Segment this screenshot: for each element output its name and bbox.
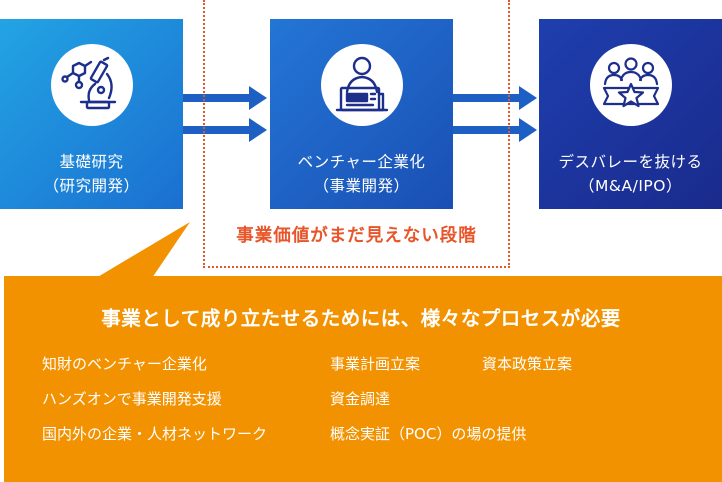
stage-title: デスバレーを抜ける: [558, 153, 703, 171]
stage-venture: ベンチャー企業化 （事業開発）: [270, 19, 453, 209]
arrow-right-icon: [453, 86, 537, 142]
stage-basic-research: 基礎研究 （研究開発）: [0, 19, 183, 209]
requirements-panel: [4, 276, 722, 482]
requirement-item: 事業計画立案: [330, 355, 421, 373]
business-person-icon: [321, 44, 403, 126]
requirement-item: 知財のベンチャー企業化: [42, 355, 207, 373]
requirements-title: 事業として成り立たせるためには、様々なプロセスが必要: [101, 307, 621, 330]
stage-title: 基礎研究: [59, 153, 124, 171]
stage-subtitle: （事業開発）: [313, 177, 410, 195]
requirement-item: 資本政策立案: [482, 355, 573, 373]
requirement-item: 資金調達: [330, 390, 391, 408]
requirement-item: 国内外の企業・人材ネットワーク: [42, 425, 268, 443]
stage-death-valley: デスバレーを抜ける （M&A/IPO）: [539, 19, 722, 209]
stage-title: ベンチャー企業化: [297, 153, 426, 171]
arrow-right-icon: [183, 86, 267, 142]
requirement-item: 概念実証（POC）の場の提供: [330, 425, 527, 443]
stage-label: デスバレーを抜ける （M&A/IPO）: [539, 150, 722, 198]
unseen-value-frame: [203, 0, 510, 268]
team-star-icon: [590, 44, 672, 126]
stage-label: ベンチャー企業化 （事業開発）: [270, 150, 453, 198]
stage-caption: 事業価値がまだ見えない段階: [236, 226, 477, 246]
stage-subtitle: （M&A/IPO）: [579, 177, 682, 195]
requirement-item: ハンズオンで事業開発支援: [42, 390, 222, 408]
stage-label: 基礎研究 （研究開発）: [0, 150, 183, 198]
stage-subtitle: （研究開発）: [43, 177, 140, 195]
microscope-icon: [51, 44, 133, 126]
